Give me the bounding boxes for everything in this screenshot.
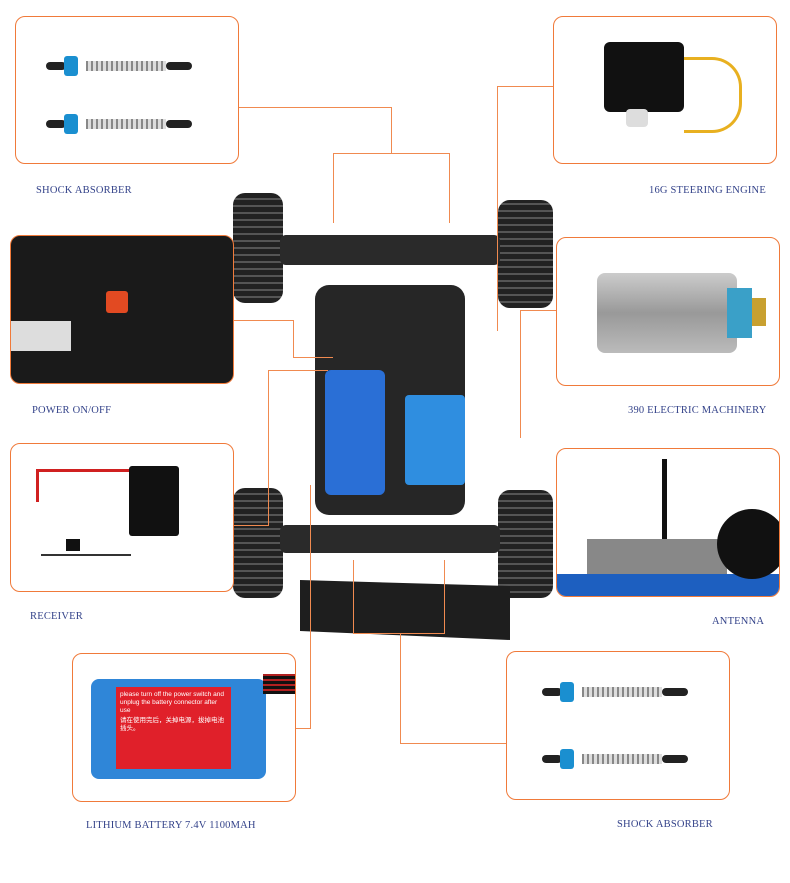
battery-warning-en: please turn off the power switch and unp… — [120, 691, 224, 714]
steering-servo-image — [553, 16, 777, 164]
motor-heatsink — [405, 395, 465, 485]
receiver-image — [10, 443, 234, 592]
rear-left-tire — [233, 488, 283, 598]
rear-axle — [280, 525, 500, 553]
lithium-battery-image: please turn off the power switch and unp… — [72, 653, 296, 802]
rc-car-chassis — [230, 190, 555, 650]
battery-warning-zh: 请在使用完后，关掉电源，拔掉电池插头。 — [120, 717, 224, 732]
label-shock-absorber-top: SHOCK ABSORBER — [36, 185, 132, 196]
electric-motor-image — [556, 237, 780, 386]
rear-wing — [300, 580, 510, 640]
antenna-image — [556, 448, 780, 597]
label-electric-machinery: 390 ELECTRIC MACHINERY — [628, 405, 767, 416]
battery-pack — [325, 370, 385, 495]
front-left-tire — [233, 193, 283, 303]
front-right-tire — [498, 200, 553, 308]
label-steering-engine: 16G STEERING ENGINE — [649, 185, 766, 196]
label-power-switch: POWER ON/OFF — [32, 405, 112, 416]
label-receiver: RECEIVER — [30, 611, 83, 622]
label-antenna: ANTENNA — [712, 616, 765, 627]
rear-right-tire — [498, 490, 553, 598]
shock-absorber-image-bottom — [506, 651, 730, 800]
label-lithium-battery: LITHIUM BATTERY 7.4V 1100MAH — [86, 820, 256, 831]
shock-absorber-image-top — [15, 16, 239, 164]
front-axle — [280, 235, 500, 265]
label-shock-absorber-bottom: SHOCK ABSORBER — [617, 819, 713, 830]
power-switch-image — [10, 235, 234, 384]
